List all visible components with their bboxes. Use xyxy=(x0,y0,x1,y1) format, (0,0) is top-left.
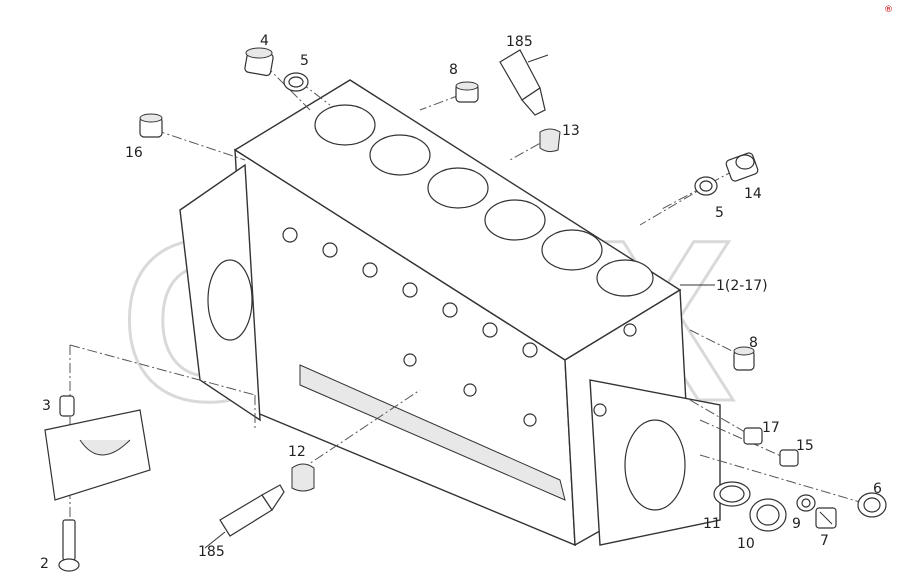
callout-4: 4 xyxy=(260,33,269,49)
cylinder-bore-1 xyxy=(314,104,376,146)
part-3-dowel xyxy=(59,395,75,417)
boss xyxy=(442,302,458,318)
callout-labels: 4 5 8 185 13 16 14 5 1(2-17) 8 3 17 15 1… xyxy=(40,33,882,572)
callout-8-right: 8 xyxy=(749,335,758,351)
callout-14: 14 xyxy=(744,186,762,202)
callout-12: 12 xyxy=(288,444,306,460)
callout-9: 9 xyxy=(792,516,801,532)
crank-bore-front xyxy=(207,259,253,341)
cylinder-bore-2 xyxy=(369,134,431,176)
part-2-bolt xyxy=(58,519,80,572)
callout-185-top: 185 xyxy=(506,34,533,50)
boss xyxy=(522,342,538,358)
callout-5-top: 5 xyxy=(300,53,309,69)
part-5-seal-ring xyxy=(283,72,309,92)
callout-2: 2 xyxy=(40,556,49,572)
callout-185-bottom: 185 xyxy=(198,544,225,560)
cylinder-bore-3 xyxy=(427,167,489,209)
callout-16: 16 xyxy=(125,145,143,161)
pan-rail xyxy=(299,364,566,501)
callout-7: 7 xyxy=(820,533,829,549)
part-8-plug-top xyxy=(455,81,479,103)
boss xyxy=(282,227,298,243)
boss xyxy=(593,403,607,417)
cylinder-bore-6 xyxy=(596,259,654,297)
crank-bore-rear xyxy=(624,419,686,511)
part-7-plug xyxy=(815,507,837,529)
registered-mark: ® xyxy=(884,5,893,15)
boss xyxy=(362,262,378,278)
part-17-plug xyxy=(743,427,763,445)
part-12-plug xyxy=(291,463,315,492)
boss xyxy=(623,323,637,337)
boss xyxy=(403,353,417,367)
callout-8-top: 8 xyxy=(449,62,458,78)
part-5-seal-ring-right xyxy=(694,176,718,196)
part-10-bushing xyxy=(749,498,787,532)
part-4-plug xyxy=(244,47,274,77)
bearing-cap xyxy=(44,409,151,501)
part-14-fitting xyxy=(725,152,759,182)
callout-17: 17 xyxy=(762,420,780,436)
part-6-cap xyxy=(857,492,887,518)
boss xyxy=(463,383,477,397)
callout-10: 10 xyxy=(737,536,755,552)
callout-6: 6 xyxy=(873,481,882,497)
boss xyxy=(523,413,537,427)
part-185-sealant-tube-bottom xyxy=(219,484,285,537)
boss xyxy=(402,282,418,298)
part-15-plug xyxy=(779,449,799,467)
cylinder-block xyxy=(179,79,721,547)
cylinder-bore-4 xyxy=(484,199,546,241)
boss xyxy=(322,242,338,258)
part-9-washer xyxy=(796,494,816,512)
boss xyxy=(482,322,498,338)
callout-3: 3 xyxy=(42,398,51,414)
cylinder-bore-5 xyxy=(541,229,603,271)
part-8-plug-right xyxy=(733,346,755,371)
callout-13: 13 xyxy=(562,123,580,139)
leader-lines xyxy=(204,54,715,549)
callout-15: 15 xyxy=(796,438,814,454)
part-16-plug xyxy=(139,113,163,138)
part-185-sealant-tube-top xyxy=(499,49,546,116)
part-11-sleeve xyxy=(713,481,751,507)
callout-1: 1(2-17) xyxy=(716,278,768,294)
callout-5-right: 5 xyxy=(715,205,724,221)
callout-11: 11 xyxy=(703,516,721,532)
part-13-cap xyxy=(539,128,561,153)
